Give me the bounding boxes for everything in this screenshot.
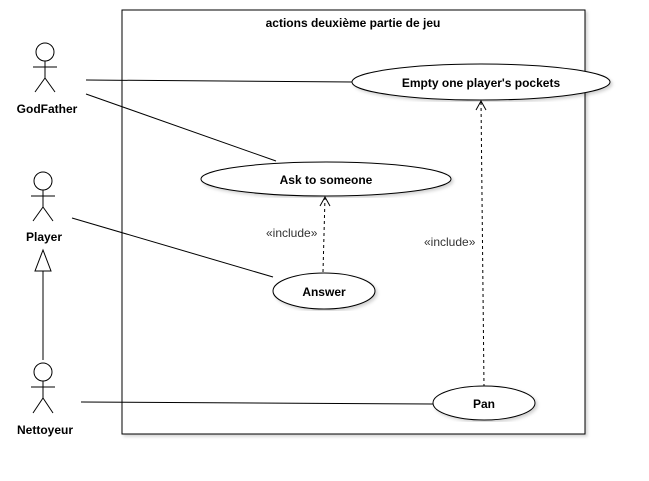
use-case-ask-to-someone[interactable]: Ask to someone bbox=[200, 161, 452, 197]
svg-text:Pan: Pan bbox=[473, 397, 495, 411]
actor-label: Nettoyeur bbox=[17, 423, 73, 437]
use-case-empty-pockets[interactable]: Empty one player's pockets bbox=[351, 63, 611, 101]
svg-text:Empty one player's pockets: Empty one player's pockets bbox=[402, 76, 561, 90]
stick-figure-icon bbox=[33, 42, 57, 93]
actor-nettoyeur[interactable]: Nettoyeur bbox=[17, 362, 73, 437]
actor-godfather[interactable]: GodFather bbox=[17, 42, 78, 116]
association-godfather-empty-pockets bbox=[85, 79, 354, 83]
use-case-pan[interactable]: Pan bbox=[432, 385, 536, 421]
stick-figure-icon bbox=[31, 171, 55, 222]
association-nettoyeur-pan bbox=[80, 401, 434, 405]
association-godfather-ask bbox=[85, 93, 277, 162]
stick-figure-icon bbox=[31, 362, 55, 414]
actor-label: GodFather bbox=[17, 102, 78, 116]
include-label-pan-empty-pockets: «include» bbox=[424, 235, 476, 249]
actor-player[interactable]: Player bbox=[26, 171, 62, 244]
include-answer-ask: «include» bbox=[266, 195, 331, 273]
include-label-answer-ask: «include» bbox=[266, 226, 318, 240]
association-player-answer bbox=[71, 217, 274, 278]
use-case-answer[interactable]: Answer bbox=[272, 272, 376, 310]
system-title: actions deuxième partie de jeu bbox=[266, 16, 441, 30]
svg-text:Answer: Answer bbox=[302, 285, 346, 299]
svg-text:Ask to someone: Ask to someone bbox=[280, 173, 373, 187]
generalization-nettoyeur-player bbox=[34, 248, 52, 360]
actor-label: Player bbox=[26, 230, 62, 244]
include-pan-empty-pockets: «include» bbox=[424, 99, 487, 388]
